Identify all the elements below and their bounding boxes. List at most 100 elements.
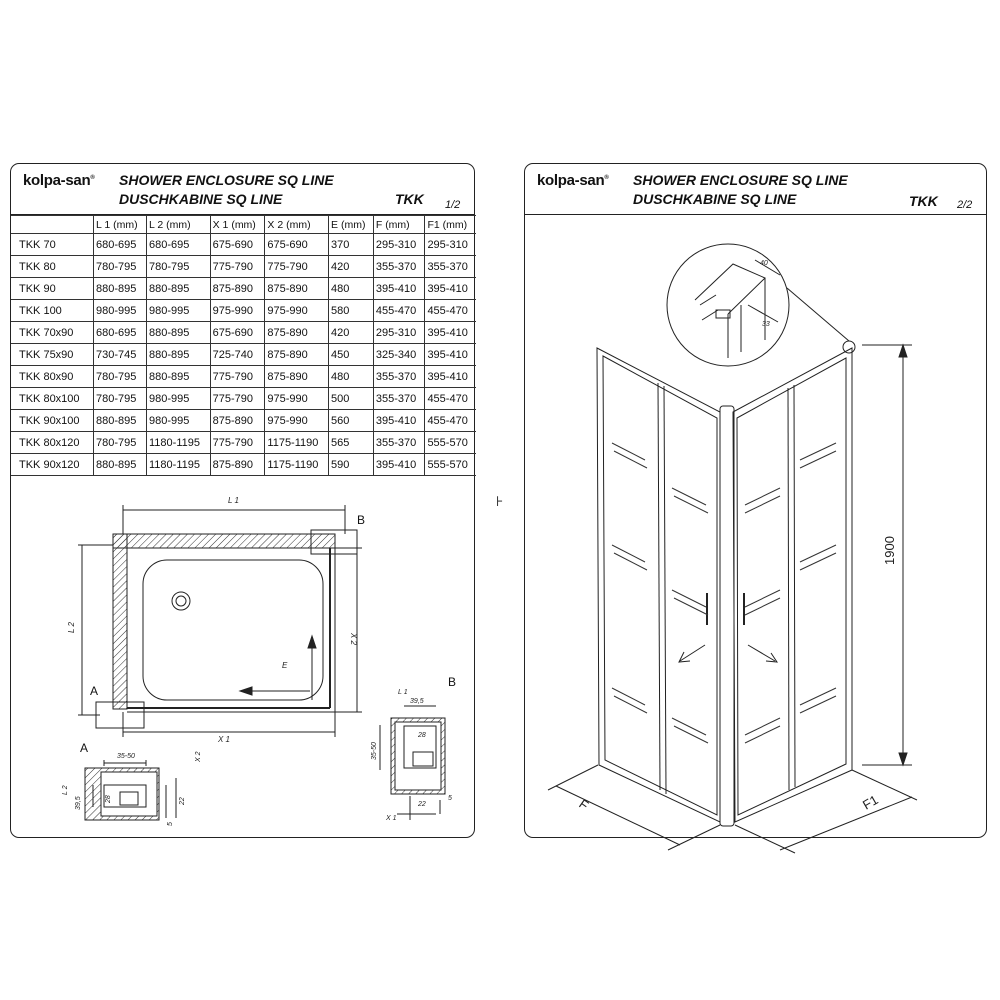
model-cell: TKK 80x100 [11,387,94,410]
zoom-leader-line [786,287,850,342]
sheet-page-1: kolpa-san® SHOWER ENCLOSURE SQ LINE DUSC… [10,163,476,838]
dimension-cell: 675-690 [209,233,266,256]
label-profile-40: 40 [760,260,768,267]
column-header: F1 (mm) [424,215,476,234]
dimension-cell: 395-410 [372,453,426,476]
shower-tray [142,559,324,701]
detail-a-39-5: 39,5 [75,796,82,810]
dimension-cell: 775-790 [209,255,266,278]
detail-b-5: 5 [448,795,452,802]
corner-post [719,405,735,827]
callout-box-b [310,529,358,555]
detail-a-dim-35-50: 35-50 [117,753,135,760]
model-cell: TKK 100 [11,299,94,322]
dim-line-f1 [779,796,913,851]
column-header: E (mm) [328,215,374,234]
separator-mark: ⊦ [496,493,504,509]
dimension-cell: 1175-1190 [264,453,330,476]
dimension-cell: 780-795 [93,255,147,278]
dimension-cell: 420 [328,321,374,344]
elevation-view [547,243,918,854]
back-wall [112,533,336,549]
model-code: TKK [395,191,424,207]
label-height: 1900 [882,536,897,565]
detail-a-22: 22 [179,797,186,806]
detail-a-x2: X 2 [195,751,202,763]
left-wall [112,533,128,710]
label-x2: X 2 [349,632,358,646]
dimension-cell: 730-745 [93,343,147,366]
dimension-cell: 555-570 [424,431,476,454]
title-de: DUSCHKABINE SQ LINE [119,191,283,207]
callout-box-a [95,701,145,729]
right-door-divider [787,387,790,791]
dimension-cell: 295-310 [424,233,476,256]
label-profile-33: 33 [762,321,770,328]
drain-icon [171,591,191,611]
detail-b-28: 28 [417,732,426,739]
header-divider [525,214,986,215]
right-door-arrow [747,644,776,662]
zoom-origin-circle [842,340,856,354]
zoom-callout-circle [666,243,790,367]
column-header: L 1 (mm) [93,215,147,234]
dimension-cell: 395-410 [372,277,426,300]
label-l2: L 2 [67,621,76,633]
detail-b-l1: L 1 [398,689,408,696]
left-door-arrow [679,644,706,662]
dimension-cell: 880-895 [93,453,147,476]
dimension-cell: 875-890 [209,453,266,476]
label-e: E [282,661,288,670]
dimension-cell: 680-695 [93,321,147,344]
detail-a-l2: L 2 [62,785,69,795]
dimension-cell: 675-690 [264,233,330,256]
brand-logo: kolpa-san® [537,172,609,189]
header-divider [11,214,474,215]
dimension-cell: 395-410 [372,409,426,432]
dimension-cell: 880-895 [93,409,147,432]
left-door-divider [657,382,661,791]
dimension-cell: 975-990 [264,387,330,410]
dimension-cell: 1180-1195 [146,453,211,476]
title-en: SHOWER ENCLOSURE SQ LINE [633,172,848,188]
label-x1: X 1 [217,735,230,744]
model-cell: TKK 90x120 [11,453,94,476]
title-de: DUSCHKABINE SQ LINE [633,191,797,207]
label-f: F [576,796,591,813]
dimension-cell: 555-570 [424,453,476,476]
marker-a: A [90,684,98,698]
detail-a-title: A [80,741,88,755]
dimension-cell: 1175-1190 [264,431,330,454]
dimension-cell: 880-895 [146,365,211,388]
dimension-cell: 980-995 [93,299,147,322]
dimension-cell: 780-795 [93,387,147,410]
detail-a-28: 28 [105,795,112,804]
dimension-cell: 880-895 [146,343,211,366]
dim-line-f [555,785,681,846]
dimension-cell: 590 [328,453,374,476]
title-en: SHOWER ENCLOSURE SQ LINE [119,172,334,188]
page-number: 2/2 [957,199,973,211]
table-header-row: L 1 (mm)L 2 (mm)X 1 (mm)X 2 (mm)E (mm)F … [11,215,476,234]
dimensions-table: L 1 (mm)L 2 (mm)X 1 (mm)X 2 (mm)E (mm)F … [11,215,476,476]
right-enclosure-panel [732,347,853,823]
label-l1: L 1 [228,496,239,505]
dimension-cell: 775-790 [209,365,266,388]
dimension-cell: 355-370 [424,255,476,278]
detail-b-x1: X 1 [385,815,397,822]
door-arrow-head-v [307,634,317,649]
dimension-cell: 980-995 [146,387,211,410]
detail-a [84,760,177,821]
door-arrow-head [238,686,253,696]
glass-reflections [611,442,837,744]
dimension-cell: 680-695 [146,233,211,256]
detail-b-title: B [448,675,456,689]
marker-b: B [357,513,365,527]
